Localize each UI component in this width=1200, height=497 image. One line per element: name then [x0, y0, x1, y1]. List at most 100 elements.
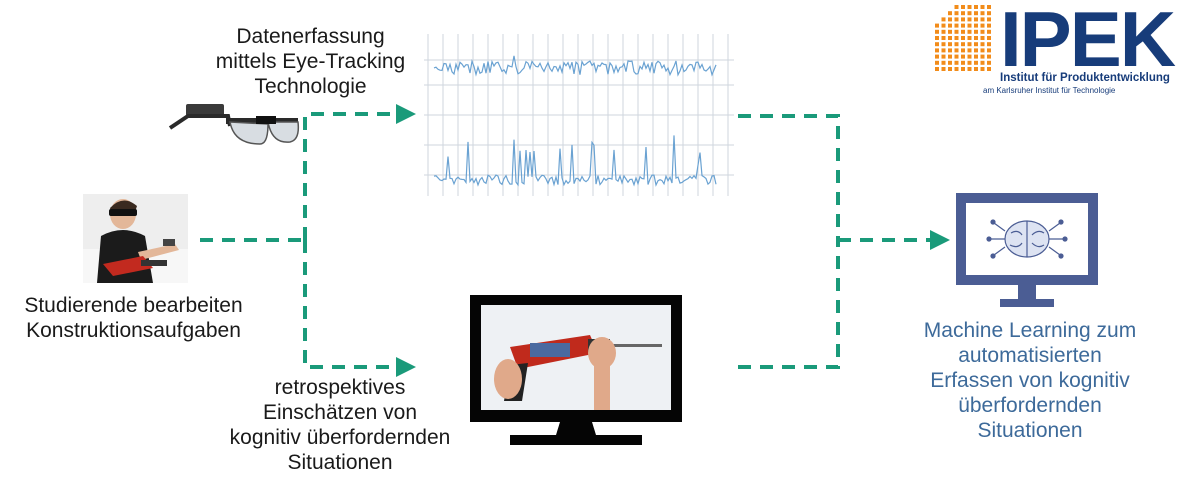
logo-dot [941, 29, 946, 34]
logo-dot [980, 54, 985, 59]
logo-dot [954, 23, 959, 28]
logo-dot [941, 17, 946, 22]
logo-dot [935, 48, 939, 53]
logo-dot [961, 23, 965, 28]
ml-label: Machine Learning zum automatisierten Erf… [923, 319, 1137, 442]
logo-dot [954, 48, 959, 53]
logo-dot [948, 36, 952, 40]
logo-dot-grid [935, 5, 991, 71]
logo-dot [987, 11, 991, 16]
logo-dot [967, 11, 972, 16]
logo-dot [967, 17, 972, 22]
logo-dot [941, 42, 946, 47]
logo-dot [954, 67, 959, 71]
logo-dot [961, 42, 965, 47]
logo-dot [967, 67, 972, 71]
logo-subtitle-2: am Karlsruher Institut für Technologie [983, 86, 1116, 95]
logo-dot [954, 42, 959, 47]
logo-dot [967, 60, 972, 65]
logo-dot [941, 23, 946, 28]
logo-dot [987, 17, 991, 22]
logo-dot [941, 36, 946, 40]
logo-dot [980, 48, 985, 53]
logo-dot [974, 17, 978, 22]
logo-dot [961, 5, 965, 9]
logo-dot [980, 29, 985, 34]
logo-dot [935, 54, 939, 59]
logo-dot [987, 67, 991, 71]
logo-dot [967, 36, 972, 40]
logo-dot [987, 36, 991, 40]
logo-dot [961, 54, 965, 59]
logo-dot [941, 54, 946, 59]
logo-dot [967, 5, 972, 9]
logo-dot [967, 54, 972, 59]
logo-dot [974, 42, 978, 47]
eye-tracking-glasses-icon [168, 104, 300, 145]
logo-dot [961, 29, 965, 34]
logo-dot [954, 17, 959, 22]
logo-dot [954, 11, 959, 16]
logo-dot [974, 5, 978, 9]
logo-dot [948, 29, 952, 34]
logo-dot [987, 23, 991, 28]
logo-dot [961, 67, 965, 71]
logo-dot [974, 11, 978, 16]
brain-circuit-icon [986, 219, 1068, 259]
logo-dot [987, 5, 991, 9]
logo-dot [987, 29, 991, 34]
signal-line-bottom [433, 135, 717, 187]
logo-dot [980, 17, 985, 22]
logo-dot [967, 48, 972, 53]
arrow-to-eyetracking [303, 104, 416, 240]
logo-dot [980, 42, 985, 47]
logo-dot [961, 36, 965, 40]
student-photo [83, 194, 188, 283]
logo-dot [974, 60, 978, 65]
arrow-to-retro [303, 240, 416, 377]
drill-icon [494, 335, 662, 410]
logo-dot [935, 23, 939, 28]
logo-dot [935, 42, 939, 47]
signal-line-top [433, 55, 717, 77]
arrow-eyetracking-out [738, 114, 840, 240]
logo-dot [961, 17, 965, 22]
logo-dot [941, 60, 946, 65]
logo-dot [987, 54, 991, 59]
eye-tracking-signal-charts [420, 30, 738, 202]
logo-dot [954, 29, 959, 34]
logo-dot [987, 42, 991, 47]
retro-label: retrospektives Einschätzen von kognitiv … [229, 376, 451, 474]
logo-wordmark: IPEK [1000, 0, 1176, 83]
logo-dot [935, 29, 939, 34]
logo-dot [987, 48, 991, 53]
logo-dot [974, 54, 978, 59]
logo-dot [961, 48, 965, 53]
logo-dot [948, 48, 952, 53]
students-label: Studierende bearbeiten Konstruktionsaufg… [24, 294, 243, 342]
logo-dot [948, 67, 952, 71]
logo-dot [941, 67, 946, 71]
logo-dot [967, 23, 972, 28]
logo-dot [974, 67, 978, 71]
logo-subtitle: Institut für Produktentwicklung [1000, 72, 1170, 84]
logo-dot [980, 60, 985, 65]
logo-dot [948, 60, 952, 65]
logo-dot [948, 17, 952, 22]
logo-dot [980, 11, 985, 16]
logo-dot [974, 29, 978, 34]
logo-dot [935, 36, 939, 40]
logo-dot [980, 36, 985, 40]
logo-dot [954, 54, 959, 59]
logo-dot [974, 48, 978, 53]
logo-dot [980, 23, 985, 28]
logo-dot [948, 42, 952, 47]
monitor-video-icon [470, 295, 682, 445]
logo-dot [974, 23, 978, 28]
logo-dot [961, 60, 965, 65]
logo-dot [954, 5, 959, 9]
logo-dot [948, 23, 952, 28]
ml-monitor-icon [956, 193, 1098, 307]
logo-dot [954, 36, 959, 40]
